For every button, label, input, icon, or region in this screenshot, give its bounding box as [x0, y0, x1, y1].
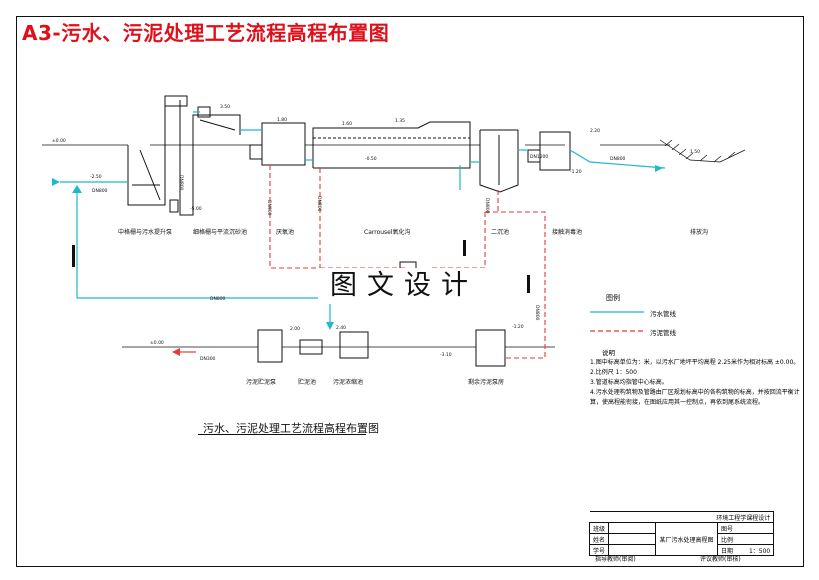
flow-arrow-in: [52, 178, 60, 186]
note-line: 2.比例尺 1：500: [590, 369, 637, 376]
sludge-thickener: [339, 331, 369, 359]
elevation-mark: 1.80: [277, 117, 287, 123]
elevation-mark: ±0.00: [150, 340, 164, 346]
elevation-mark: 1.35: [395, 118, 405, 124]
title-block-label: 日期: [721, 547, 734, 555]
elevation-mark: -2.50: [90, 174, 102, 180]
unit-label: 贮泥池: [298, 378, 316, 386]
title-block-label: 比例: [717, 533, 775, 545]
pipe-label: DN800: [610, 156, 626, 162]
title-block-label: 学号: [588, 544, 610, 556]
footer-right: 评议教师(审核): [700, 556, 741, 563]
title-block-drawing: 某厂污水处理高程图: [655, 522, 719, 556]
elevation-mark: -5.00: [190, 206, 202, 212]
legend-title: 图例: [606, 294, 620, 302]
footer-left: 指导教师(审阅): [595, 556, 636, 563]
elevation-mark: 3.50: [220, 104, 230, 110]
waste-sludge-pump-house: [475, 329, 506, 367]
unit-label: 中格栅与污水提升泵: [118, 228, 172, 236]
oxidation-ditch: [312, 121, 471, 169]
elevation-mark: -0.50: [365, 156, 377, 162]
anaerobic-tank: [249, 122, 306, 166]
secondary-clarifier: [479, 129, 519, 193]
unit-label: 污泥贮泥泵: [246, 378, 276, 386]
note-line: 3.管道标高均指管中心标高。: [590, 379, 668, 386]
pipe-label: DN800: [316, 196, 322, 212]
drawing-title: A3-污水、污泥处理工艺流程高程布置图: [22, 21, 390, 45]
elevation-mark: 1.50: [690, 149, 700, 155]
note-line: 1.图中标高单位为：米，以污水厂地坪平均高程 2.25米作为相对标高 ±0.00…: [590, 359, 800, 366]
legend-item-sewage: 污水管线: [650, 310, 676, 318]
pipe-label: DN900: [266, 200, 272, 216]
disinfection-tank: [527, 131, 571, 171]
flow-arrow-down: [326, 322, 334, 330]
title-block: 环境工程学课程设计 班级 某厂污水处理高程图 图号 姓名 比例 学号 日期 1：…: [588, 511, 775, 556]
drawing-frame: [16, 16, 804, 567]
pipe-label: DN1200: [530, 154, 548, 160]
outlet-embankment: [659, 139, 746, 163]
unit-label: 二沉池: [491, 228, 509, 236]
pipe-label: DN800: [534, 305, 540, 321]
title-block-label: 班级: [588, 522, 610, 534]
unit-label: 接触消毒池: [552, 228, 582, 236]
drawing-caption: 污水、污泥处理工艺流程高程布置图: [203, 422, 379, 435]
elevation-mark: -1.20: [512, 324, 524, 330]
pipe-label: DN800: [92, 188, 108, 194]
elevation-mark: 2.00: [290, 326, 300, 332]
pipe-label: DN800: [484, 198, 490, 214]
title-block-project: 环境工程学课程设计: [589, 511, 775, 523]
elevation-mark: -1.20: [570, 169, 582, 175]
elevation-mark: -3.10: [440, 352, 452, 358]
unit-label: 细格栅与平流沉砂池: [193, 228, 247, 236]
elevation-mark: 2.20: [590, 128, 600, 134]
coarse-screen-pump-structure: [127, 95, 194, 216]
sludge-storage: [299, 339, 323, 355]
pipe-label: DN800: [210, 296, 226, 302]
unit-label: 排放沟: [690, 228, 708, 236]
legend-item-sludge: 污泥管线: [650, 329, 676, 337]
flow-arrows: [52, 165, 663, 330]
elevation-mark: 2.40: [336, 325, 346, 331]
break-markers: [72, 240, 530, 293]
flow-arrow-out: [655, 165, 663, 172]
flow-arrow-up: [72, 185, 82, 193]
unit-label: 厌氧池: [276, 228, 294, 236]
notes-title: 说明: [602, 349, 615, 357]
sludge-structures: [257, 261, 506, 367]
pipe-label: DN300: [200, 356, 216, 362]
title-block-label: 图号: [717, 522, 775, 534]
watermark: 图文设计: [318, 268, 490, 304]
title-block-scale: 1：500: [748, 547, 771, 555]
elevation-mark: 1.60: [342, 121, 352, 127]
sludge-pump-house: [257, 329, 283, 363]
sludge-outlet-arrow: [172, 348, 180, 356]
title-block-label: 姓名: [588, 533, 610, 545]
pipe-label: DN800: [178, 175, 184, 191]
elevation-mark: ±0.00: [52, 138, 66, 144]
caption-underline: [198, 434, 366, 435]
fine-screen-structure: [192, 106, 241, 135]
unit-label: Carrousel氧化沟: [364, 228, 411, 236]
notes-block: 说明 1.图中标高单位为：米，以污水厂地坪平均高程 2.25米作为相对标高 ±0…: [590, 348, 805, 408]
note-line: 4.污水处理构筑物及管路由厂区规划标高中的各构筑物的标高，并按回流平衡计算，使高…: [590, 389, 800, 406]
unit-label: 污泥浓缩池: [333, 378, 363, 386]
unit-label: 剩余污泥泵房: [468, 378, 504, 386]
sewage-line: [60, 111, 666, 325]
